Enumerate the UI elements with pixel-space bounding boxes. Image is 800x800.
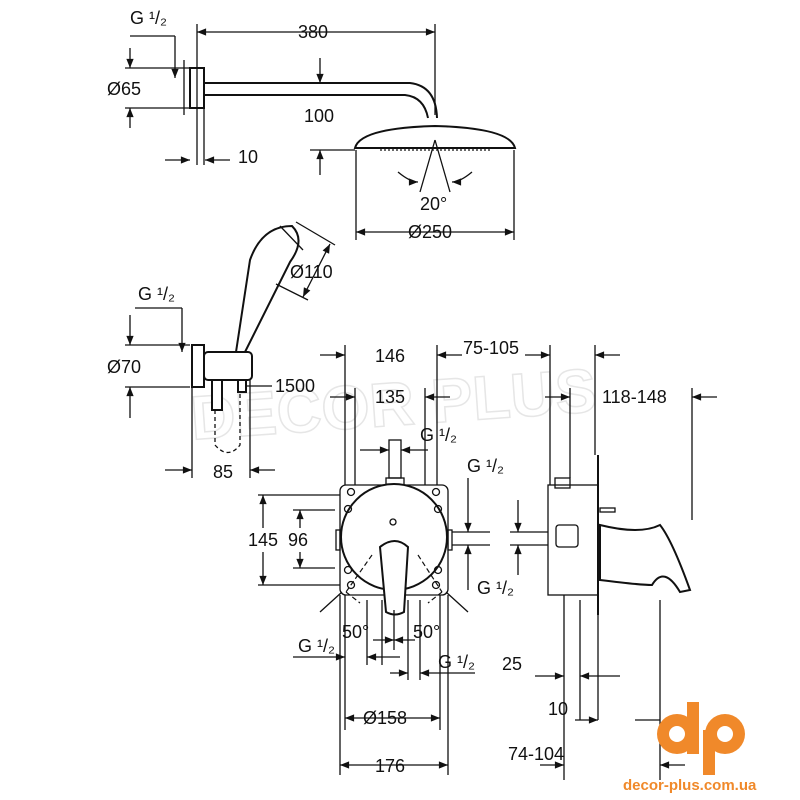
dim-rosette-dia: Ø158 xyxy=(363,708,407,728)
dim-head-dia: Ø250 xyxy=(408,222,452,242)
dim-total-depth: 118-148 xyxy=(602,387,667,407)
dim-plate-width: 146 xyxy=(375,346,405,366)
head-shower-view: 380 G ¹/₂ Ø65 100 10 20° Ø250 xyxy=(107,8,517,242)
head-shower xyxy=(353,124,517,149)
dim-bottom-thread-left: G ¹/₂ xyxy=(298,636,335,656)
dim-side-thread-bottom: G ¹/₂ xyxy=(477,578,514,598)
dim-head-thread: G ¹/₂ xyxy=(130,8,167,28)
dim-top-thread: G ¹/₂ xyxy=(420,425,457,445)
dim-arm-drop: 100 xyxy=(304,106,334,126)
dim-box-height: 96 xyxy=(288,530,308,550)
hose xyxy=(214,392,241,454)
wall-elbow-plate xyxy=(191,344,205,388)
mixer-lever xyxy=(378,540,410,616)
dim-install-depth: 75-105 xyxy=(463,338,519,358)
shower-arm xyxy=(204,82,438,119)
hand-shower xyxy=(234,224,300,353)
dim-angle-right: 50° xyxy=(413,622,440,642)
dim-overall-width: 176 xyxy=(375,756,405,776)
dim-box-width: 135 xyxy=(375,387,405,407)
dim-plate-thickness: 10 xyxy=(548,699,568,719)
dim-hand-shower-dia: Ø110 xyxy=(290,262,333,282)
dp-logo-mark xyxy=(657,702,745,775)
dim-bottom-thread-right: G ¹/₂ xyxy=(438,652,475,672)
hand-shower-view: Ø110 G ¹/₂ Ø70 1500 85 xyxy=(107,221,336,482)
dim-plate-height: 145 xyxy=(248,530,278,550)
shower-holder xyxy=(203,351,253,381)
brand-url: decor-plus.com.ua xyxy=(623,777,757,794)
dim-hand-thread: G ¹/₂ xyxy=(138,284,175,304)
mixer-side-view: 75-105 118-148 25 10 74-104 xyxy=(463,338,717,780)
dim-side-thread-top: G ¹/₂ xyxy=(467,456,504,476)
dim-elbow-dia: Ø70 xyxy=(107,357,141,377)
dim-hose-length: 1500 xyxy=(275,376,315,396)
dim-arm-length: 380 xyxy=(298,22,328,42)
dim-plate-depth: 10 xyxy=(238,147,258,167)
mixer-front-view: 146 135 G ¹/₂ 145 96 G ¹/₂ G ¹/₂ 50° 50° xyxy=(248,345,514,776)
mixer-lever-side xyxy=(599,523,692,594)
dim-wall-plate-dia: Ø65 xyxy=(107,79,141,99)
dim-angle-left: 50° xyxy=(342,622,369,642)
dim-range-depth: 74-104 xyxy=(508,744,564,764)
dim-spray-angle: 20° xyxy=(420,194,447,214)
brand-logo: decor-plus.com.ua xyxy=(623,702,757,794)
dim-wall-offset: 25 xyxy=(502,654,522,674)
dim-elbow-depth: 85 xyxy=(213,462,233,482)
